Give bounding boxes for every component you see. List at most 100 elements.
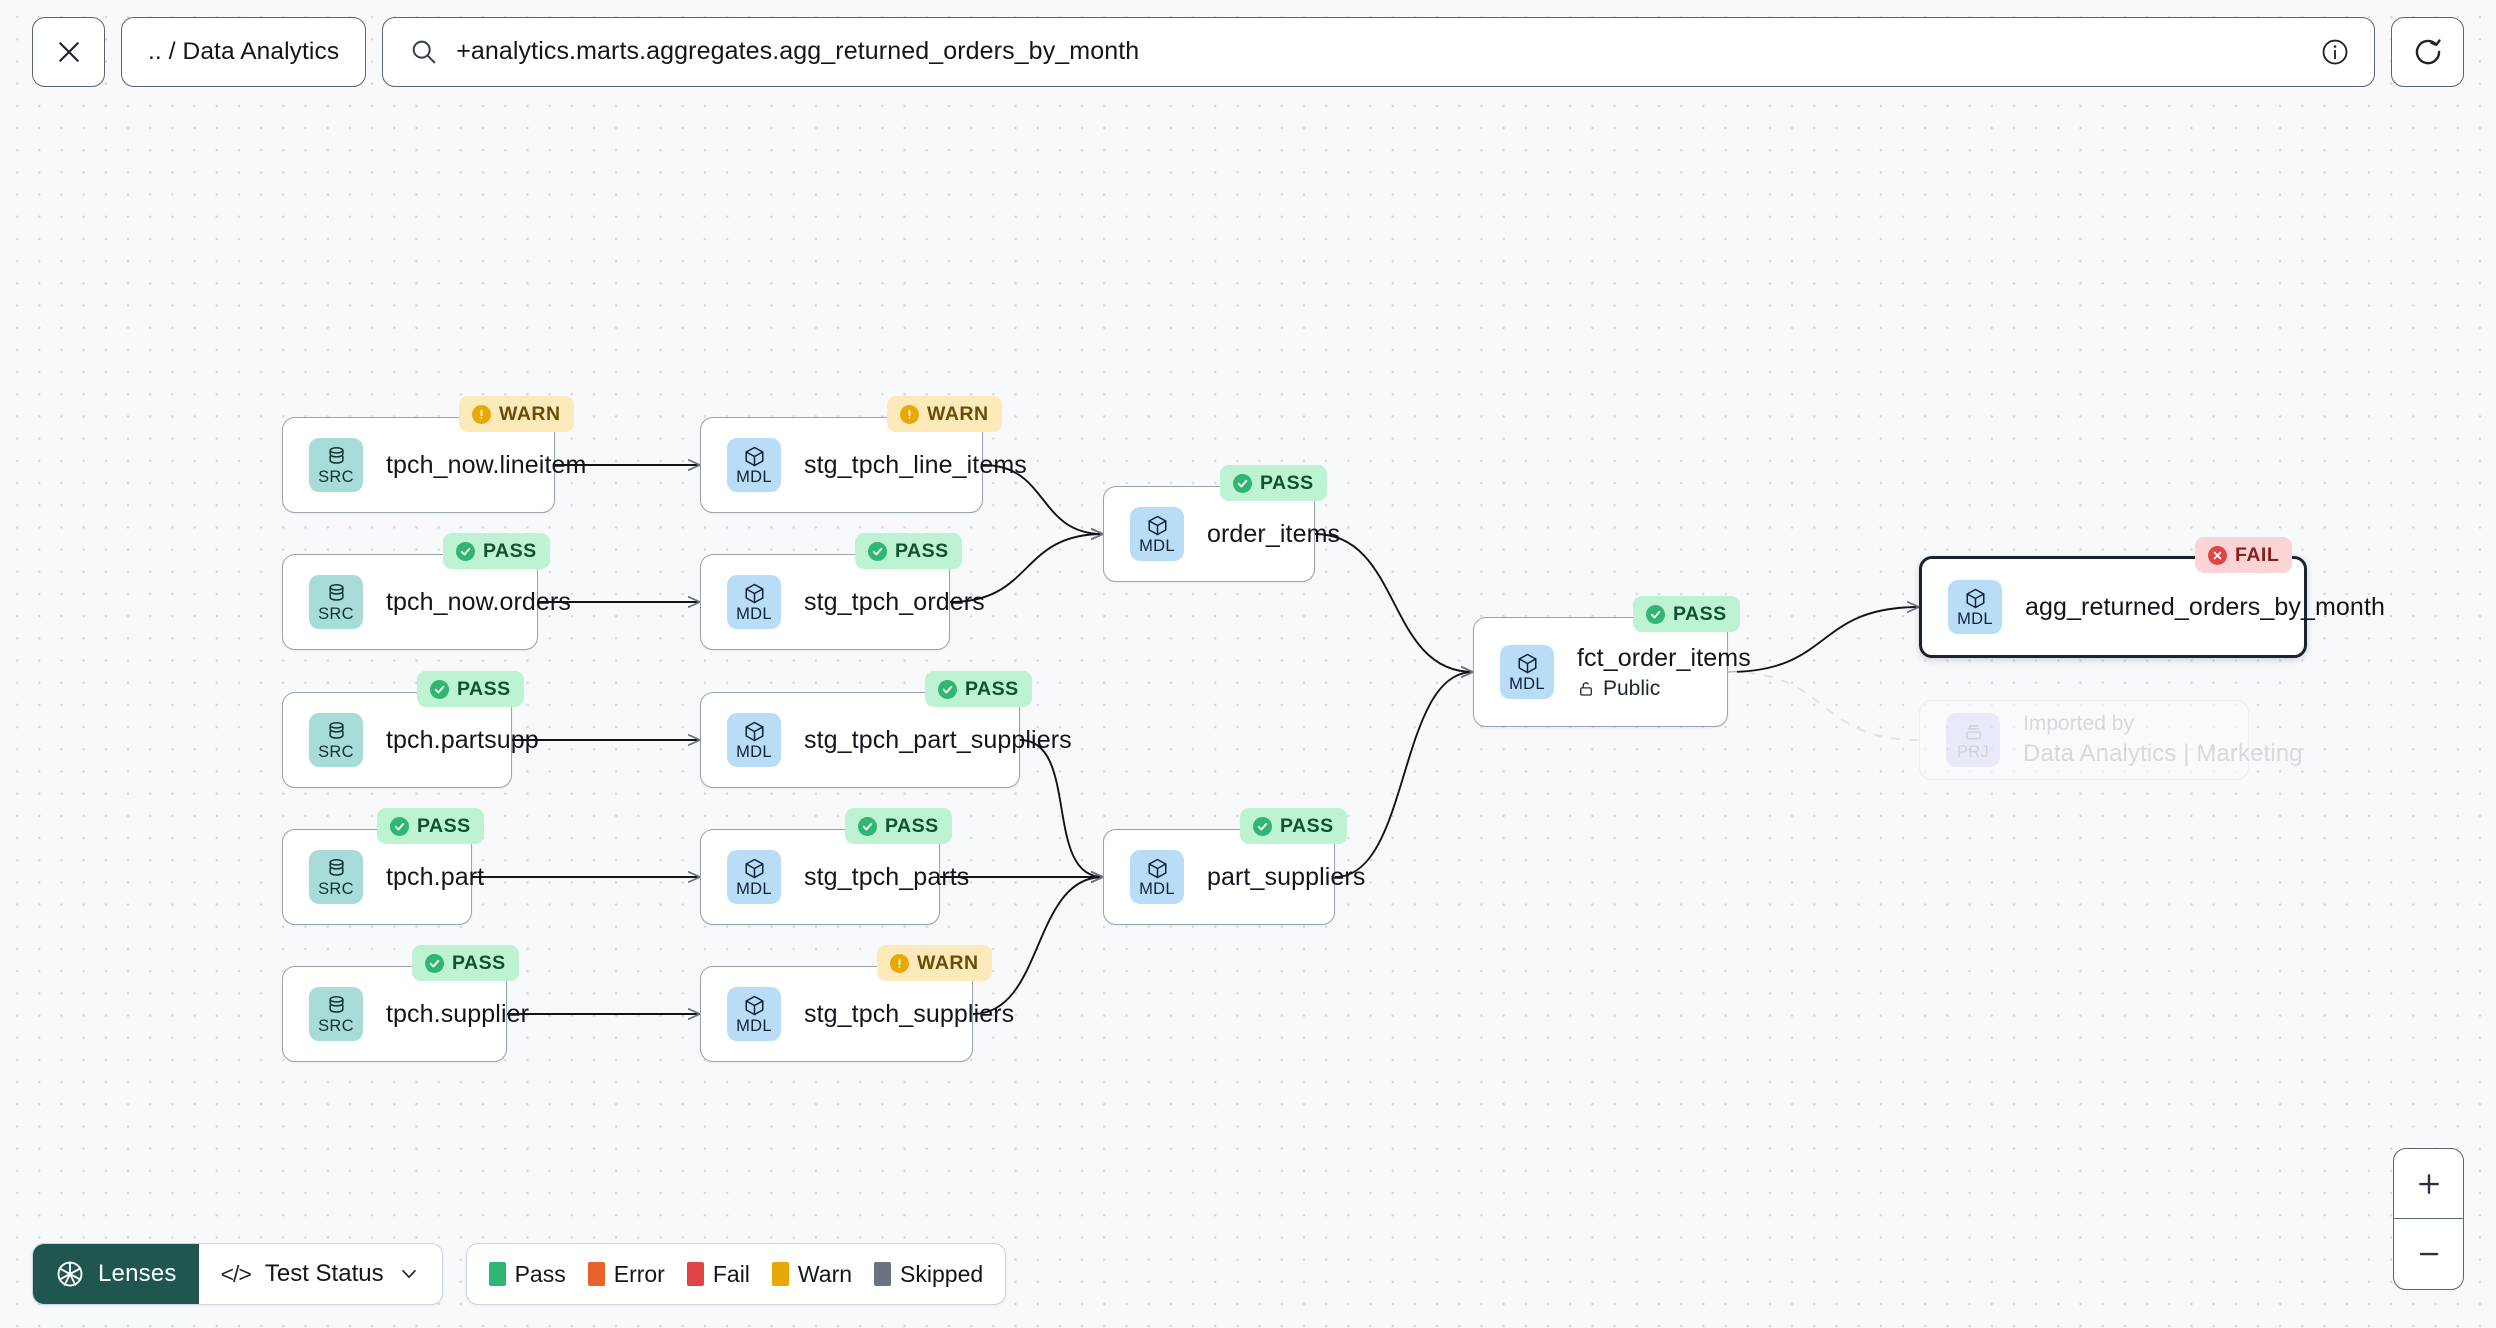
status-dot-icon — [472, 404, 491, 424]
status-badge-label: PASS — [457, 677, 511, 700]
status-badge-label: PASS — [1280, 814, 1334, 837]
database-icon — [328, 446, 344, 464]
project-icon — [1965, 724, 1981, 740]
status-badge-pass: PASS — [1220, 465, 1327, 501]
legend-swatch-icon — [771, 1262, 789, 1286]
legend-item-skipped[interactable]: Skipped — [874, 1261, 983, 1288]
node-text: stg_tpch_part_suppliers — [804, 726, 1096, 755]
status-dot-icon — [938, 679, 957, 699]
status-legend: Pass Error Fail Warn Skipped — [465, 1243, 1007, 1305]
node-kind-badge-mdl: MDL — [1130, 850, 1184, 904]
test-status-dropdown[interactable]: </> Test Status — [198, 1244, 442, 1304]
legend-label: Pass — [514, 1260, 566, 1287]
status-dot-icon — [430, 679, 449, 699]
legend-label: Skipped — [900, 1260, 984, 1287]
graph-node-fct_order_items[interactable]: PASS MDL fct_order_items Public — [1473, 596, 1751, 727]
breadcrumb: .. / Data Analytics — [148, 37, 340, 65]
node-kind-label: MDL — [1957, 609, 1993, 628]
status-badge-label: WARN — [927, 402, 989, 425]
legend-label: Fail — [712, 1260, 750, 1287]
breadcrumb-button[interactable]: .. / Data Analytics — [121, 16, 367, 87]
node-kind-badge-src: SRC — [309, 713, 363, 767]
close-button[interactable] — [32, 16, 105, 87]
node-kind-badge-mdl: MDL — [727, 850, 781, 904]
node-visibility-label: Public — [1603, 676, 1661, 700]
cube-icon — [1965, 588, 1985, 609]
node-text: agg_returned_orders_by_month — [2025, 593, 2409, 622]
status-badge-label: PASS — [417, 814, 471, 837]
node-title: stg_tpch_line_items — [804, 450, 1027, 479]
lens-control-group: Lenses </> Test Status — [32, 1243, 443, 1305]
legend-item-fail[interactable]: Fail — [686, 1260, 750, 1288]
node-text: tpch_now.orders — [386, 588, 595, 617]
node-kind-badge-src: SRC — [309, 850, 363, 904]
node-title: agg_returned_orders_by_month — [2025, 592, 2385, 621]
zoom-out-button[interactable] — [2394, 1219, 2463, 1289]
node-title: tpch.partsupp — [386, 725, 539, 754]
graph-node-tpch_part[interactable]: PASS SRC tpch.part — [282, 808, 484, 925]
legend-item-warn[interactable]: Warn — [771, 1261, 852, 1288]
status-badge-label: PASS — [1673, 602, 1727, 625]
node-kind-label: SRC — [318, 1016, 354, 1035]
node-kind-label: MDL — [736, 467, 772, 486]
status-badge-label: WARN — [499, 402, 561, 425]
node-kind-badge-mdl: MDL — [727, 438, 781, 492]
test-status-label: Test Status — [264, 1260, 384, 1287]
status-badge-pass: PASS — [377, 808, 484, 844]
node-text: stg_tpch_orders — [804, 588, 1009, 617]
cube-icon — [744, 583, 764, 604]
node-visibility: Public — [1577, 677, 1751, 701]
status-badge-label: PASS — [895, 539, 949, 562]
minus-icon — [2419, 1252, 2438, 1256]
plus-icon — [2418, 1173, 2439, 1194]
search-value: +analytics.marts.aggregates.agg_returned… — [456, 37, 1140, 65]
lenses-label: Lenses — [98, 1260, 177, 1287]
node-kind-label: SRC — [318, 604, 354, 623]
zoom-in-button[interactable] — [2394, 1149, 2463, 1219]
node-title: tpch.part — [386, 862, 485, 891]
node-kind-label: PRJ — [1956, 742, 1990, 761]
graph-node-tpch_partsupp[interactable]: PASS SRC tpch.partsupp — [282, 671, 539, 788]
node-kind-badge-src: SRC — [309, 438, 363, 492]
legend-item-error[interactable]: Error — [587, 1261, 665, 1288]
node-title: fct_order_items — [1577, 643, 1751, 672]
node-kind-label: SRC — [318, 879, 354, 898]
legend-swatch-icon — [874, 1262, 892, 1286]
status-badge-pass: PASS — [443, 533, 550, 569]
status-badge-warn: WARN — [459, 396, 574, 432]
search-icon — [412, 40, 436, 64]
status-badge-label: PASS — [483, 539, 537, 562]
info-icon[interactable] — [2320, 37, 2350, 67]
database-icon — [328, 721, 344, 739]
node-title: stg_tpch_parts — [804, 862, 970, 891]
search-input[interactable]: +analytics.marts.aggregates.agg_returned… — [382, 16, 2375, 87]
node-title: order_items — [1207, 519, 1341, 548]
legend-item-pass[interactable]: Pass — [488, 1260, 566, 1288]
aperture-icon — [57, 1261, 83, 1287]
graph-node-stg_tpch_line_items[interactable]: WARN MDL stg_tpch_line_items — [700, 396, 1027, 513]
refresh-button[interactable] — [2391, 16, 2464, 87]
status-badge-label: PASS — [452, 951, 506, 974]
lenses-button[interactable]: Lenses — [33, 1244, 199, 1304]
graph-edge-stg_tpch_suppliers-to-part_suppliers — [972, 877, 1103, 1015]
cube-icon — [1517, 653, 1537, 674]
status-dot-icon — [456, 541, 475, 561]
database-icon — [328, 583, 344, 601]
node-kind-label: MDL — [1509, 674, 1545, 693]
node-kind-label: MDL — [1139, 879, 1175, 898]
node-title: Data Analytics | Marketing — [2023, 740, 2303, 767]
node-text: tpch.partsupp — [386, 726, 563, 755]
